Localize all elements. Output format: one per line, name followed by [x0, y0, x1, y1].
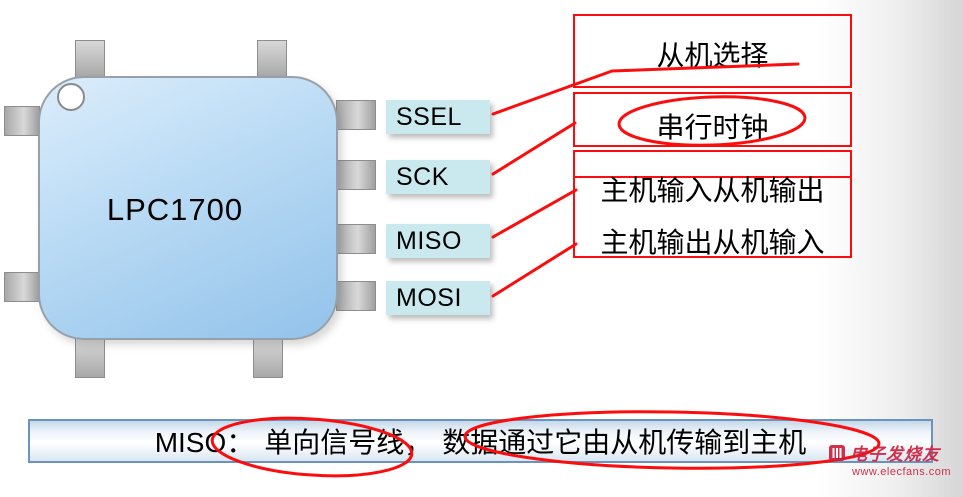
- chip-pin-top-left: [75, 40, 105, 78]
- pin1-indicator-dot: [57, 83, 85, 111]
- watermark-brand: 电子发烧友: [850, 445, 940, 464]
- connector-line-mosi: [491, 242, 578, 298]
- chip-pin-ssel: [336, 100, 376, 130]
- chip-pin-left-bottom: [4, 272, 40, 302]
- connector-line-miso: [491, 188, 578, 239]
- chip-pin-bottom-left: [75, 338, 105, 378]
- chip-body: [38, 76, 338, 340]
- pin-label-mosi: MOSI: [386, 281, 490, 315]
- pin-label-ssel: SSEL: [386, 100, 490, 134]
- annotation-box-divider: [573, 176, 852, 178]
- annotation-text-serial-clock: 串行时钟: [656, 112, 769, 143]
- chip-pin-bottom-right: [253, 338, 283, 378]
- annotation-text-miso-meaning: 主机输入从机输出: [600, 175, 825, 206]
- chip-pin-sck: [336, 160, 376, 190]
- watermark-row: 电子发烧友: [828, 440, 960, 465]
- connector-line-sck: [491, 121, 577, 176]
- summary-bar: MISO： 单向信号线， 数据通过它由从机传输到主机: [28, 419, 933, 463]
- annotation-text-slave-select: 从机选择: [656, 40, 769, 71]
- annotation-text-mosi-meaning: 主机输出从机输入: [600, 227, 825, 258]
- chip-pin-left-top: [4, 106, 40, 136]
- pin-label-sck: SCK: [386, 160, 490, 194]
- chip-pin-top-right: [257, 40, 287, 78]
- chip-pin-miso: [336, 224, 376, 254]
- chip-pin-mosi: [336, 281, 376, 311]
- pin-label-miso: MISO: [386, 224, 490, 258]
- summary-circled: 单向信号线，: [264, 427, 433, 458]
- chip-label: LPC1700: [106, 192, 244, 227]
- summary-rest: 数据通过它由从机传输到主机: [442, 427, 807, 458]
- summary-prefix: MISO：: [154, 427, 255, 458]
- watermark: 电子发烧友 www.elecfans.com: [828, 440, 960, 478]
- elecfans-logo-icon: [829, 444, 845, 461]
- watermark-site: www.elecfans.com: [852, 466, 952, 478]
